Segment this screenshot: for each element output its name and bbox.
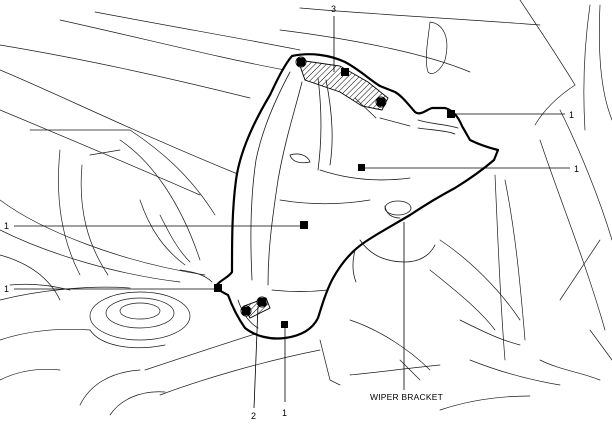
fasteners [214, 56, 455, 328]
tape-marker-bottom-2 [258, 298, 266, 306]
clip-marker-left-upper [300, 221, 308, 229]
callout-label-1-left-lower: 1 [4, 284, 9, 294]
callout-label-2: 2 [251, 411, 256, 421]
leader-lines [14, 16, 570, 409]
tape-marker-top-2 [341, 68, 349, 76]
wiper-bracket-label: WIPER BRACKET [370, 392, 443, 402]
clip-marker-bottom [281, 321, 288, 328]
callout-label-3: 3 [331, 4, 336, 14]
callout-label-1-top-right: 1 [569, 110, 574, 120]
clip-marker-top-right [447, 110, 455, 118]
clip-marker-right [358, 164, 365, 171]
callout-label-1-bottom: 1 [282, 408, 287, 418]
tape-marker-bottom-1 [242, 307, 250, 315]
clip-marker-left-lower [214, 284, 222, 292]
cowl-side-panel [214, 53, 500, 340]
tape-marker-top-1 [297, 58, 305, 66]
callout-label-1-right: 1 [574, 164, 579, 174]
callout-label-1-left-upper: 1 [4, 221, 9, 231]
tape-marker-top-3 [377, 98, 385, 106]
double-tape-area-top [297, 59, 389, 111]
